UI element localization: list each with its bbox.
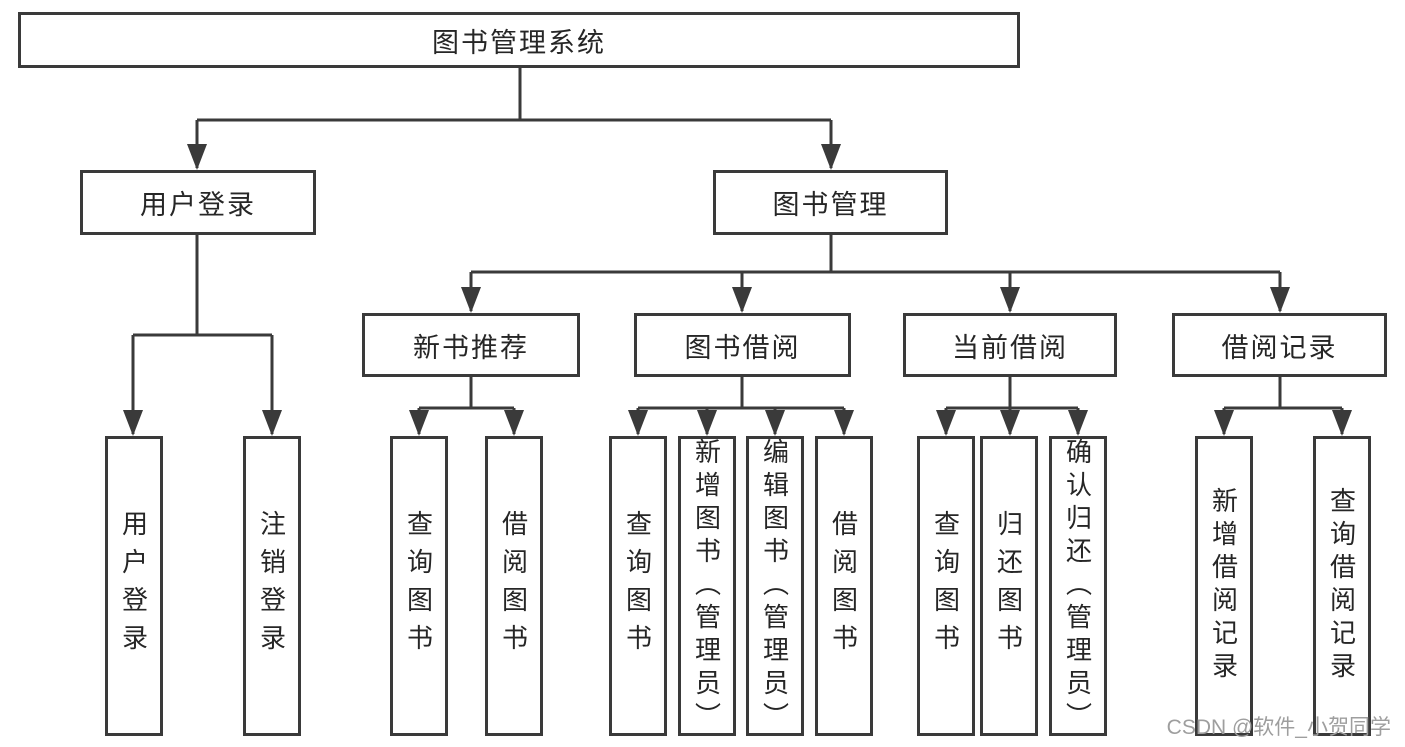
leaf-current-query-book: 查询图书 (917, 436, 975, 736)
node-user-login-label: 用户登录 (140, 190, 256, 220)
leaf-record-add: 新增借阅记录 (1195, 436, 1253, 736)
node-current-borrow-label: 当前借阅 (952, 332, 1068, 363)
connector-bookmgmt-to-level3 (469, 235, 1282, 311)
connector-record-to-leaves (1222, 377, 1344, 434)
node-new-book-recommend-label: 新书推荐 (413, 332, 529, 363)
leaf-borrow-borrow-book: 借阅图书 (815, 436, 873, 736)
node-book-management-label: 图书管理 (772, 190, 889, 220)
node-book-borrow: 图书借阅 (634, 313, 851, 377)
leaf-user-login-label: 用户登录 (118, 510, 149, 662)
arrowheads (123, 144, 1352, 436)
leaf-current-query-book-label: 查询图书 (930, 510, 961, 662)
node-borrow-record-label: 借阅记录 (1221, 332, 1338, 363)
node-new-book-recommend: 新书推荐 (362, 313, 580, 377)
connector-newrec-to-leaves (417, 377, 516, 434)
leaf-recommend-borrow-book-label: 借阅图书 (498, 510, 529, 662)
leaf-logout-label: 注销登录 (256, 510, 287, 662)
csdn-watermark: CSDN @软件_小贺同学 (1166, 716, 1391, 739)
node-book-borrow-label: 图书借阅 (684, 332, 801, 363)
leaf-borrow-query-book-label: 查询图书 (622, 510, 653, 662)
leaf-recommend-query-book: 查询图书 (390, 436, 448, 736)
leaf-record-query-label: 查询借阅记录 (1326, 487, 1357, 685)
leaf-logout: 注销登录 (243, 436, 301, 736)
node-root-library-system: 图书管理系统 (18, 12, 1020, 68)
connector-userlogin-to-leaves (131, 235, 274, 434)
leaf-borrow-add-book-admin-label: 新增图书（管理员） (691, 437, 722, 735)
connector-borrow-to-leaves (636, 377, 846, 434)
leaf-record-add-label: 新增借阅记录 (1208, 487, 1239, 685)
leaf-borrow-edit-book-admin: 编辑图书（管理员） (746, 436, 804, 736)
leaf-current-return-book: 归还图书 (980, 436, 1038, 736)
connector-root-to-level2 (195, 68, 833, 168)
node-user-login: 用户登录 (80, 170, 316, 235)
leaf-record-query: 查询借阅记录 (1313, 436, 1371, 736)
node-borrow-record: 借阅记录 (1172, 313, 1387, 377)
leaf-recommend-query-book-label: 查询图书 (403, 510, 434, 662)
leaf-recommend-borrow-book: 借阅图书 (485, 436, 543, 736)
node-current-borrow: 当前借阅 (903, 313, 1117, 377)
leaf-borrow-edit-book-admin-label: 编辑图书（管理员） (759, 437, 790, 735)
leaf-borrow-add-book-admin: 新增图书（管理员） (678, 436, 736, 736)
node-book-management: 图书管理 (713, 170, 948, 235)
leaf-current-confirm-return-admin-label: 确认归还（管理员） (1062, 437, 1093, 735)
leaf-current-confirm-return-admin: 确认归还（管理员） (1049, 436, 1107, 736)
leaf-borrow-borrow-book-label: 借阅图书 (828, 510, 859, 662)
leaf-borrow-query-book: 查询图书 (609, 436, 667, 736)
leaf-user-login: 用户登录 (105, 436, 163, 736)
leaf-current-return-book-label: 归还图书 (993, 510, 1024, 662)
node-root-label: 图书管理系统 (432, 27, 606, 58)
